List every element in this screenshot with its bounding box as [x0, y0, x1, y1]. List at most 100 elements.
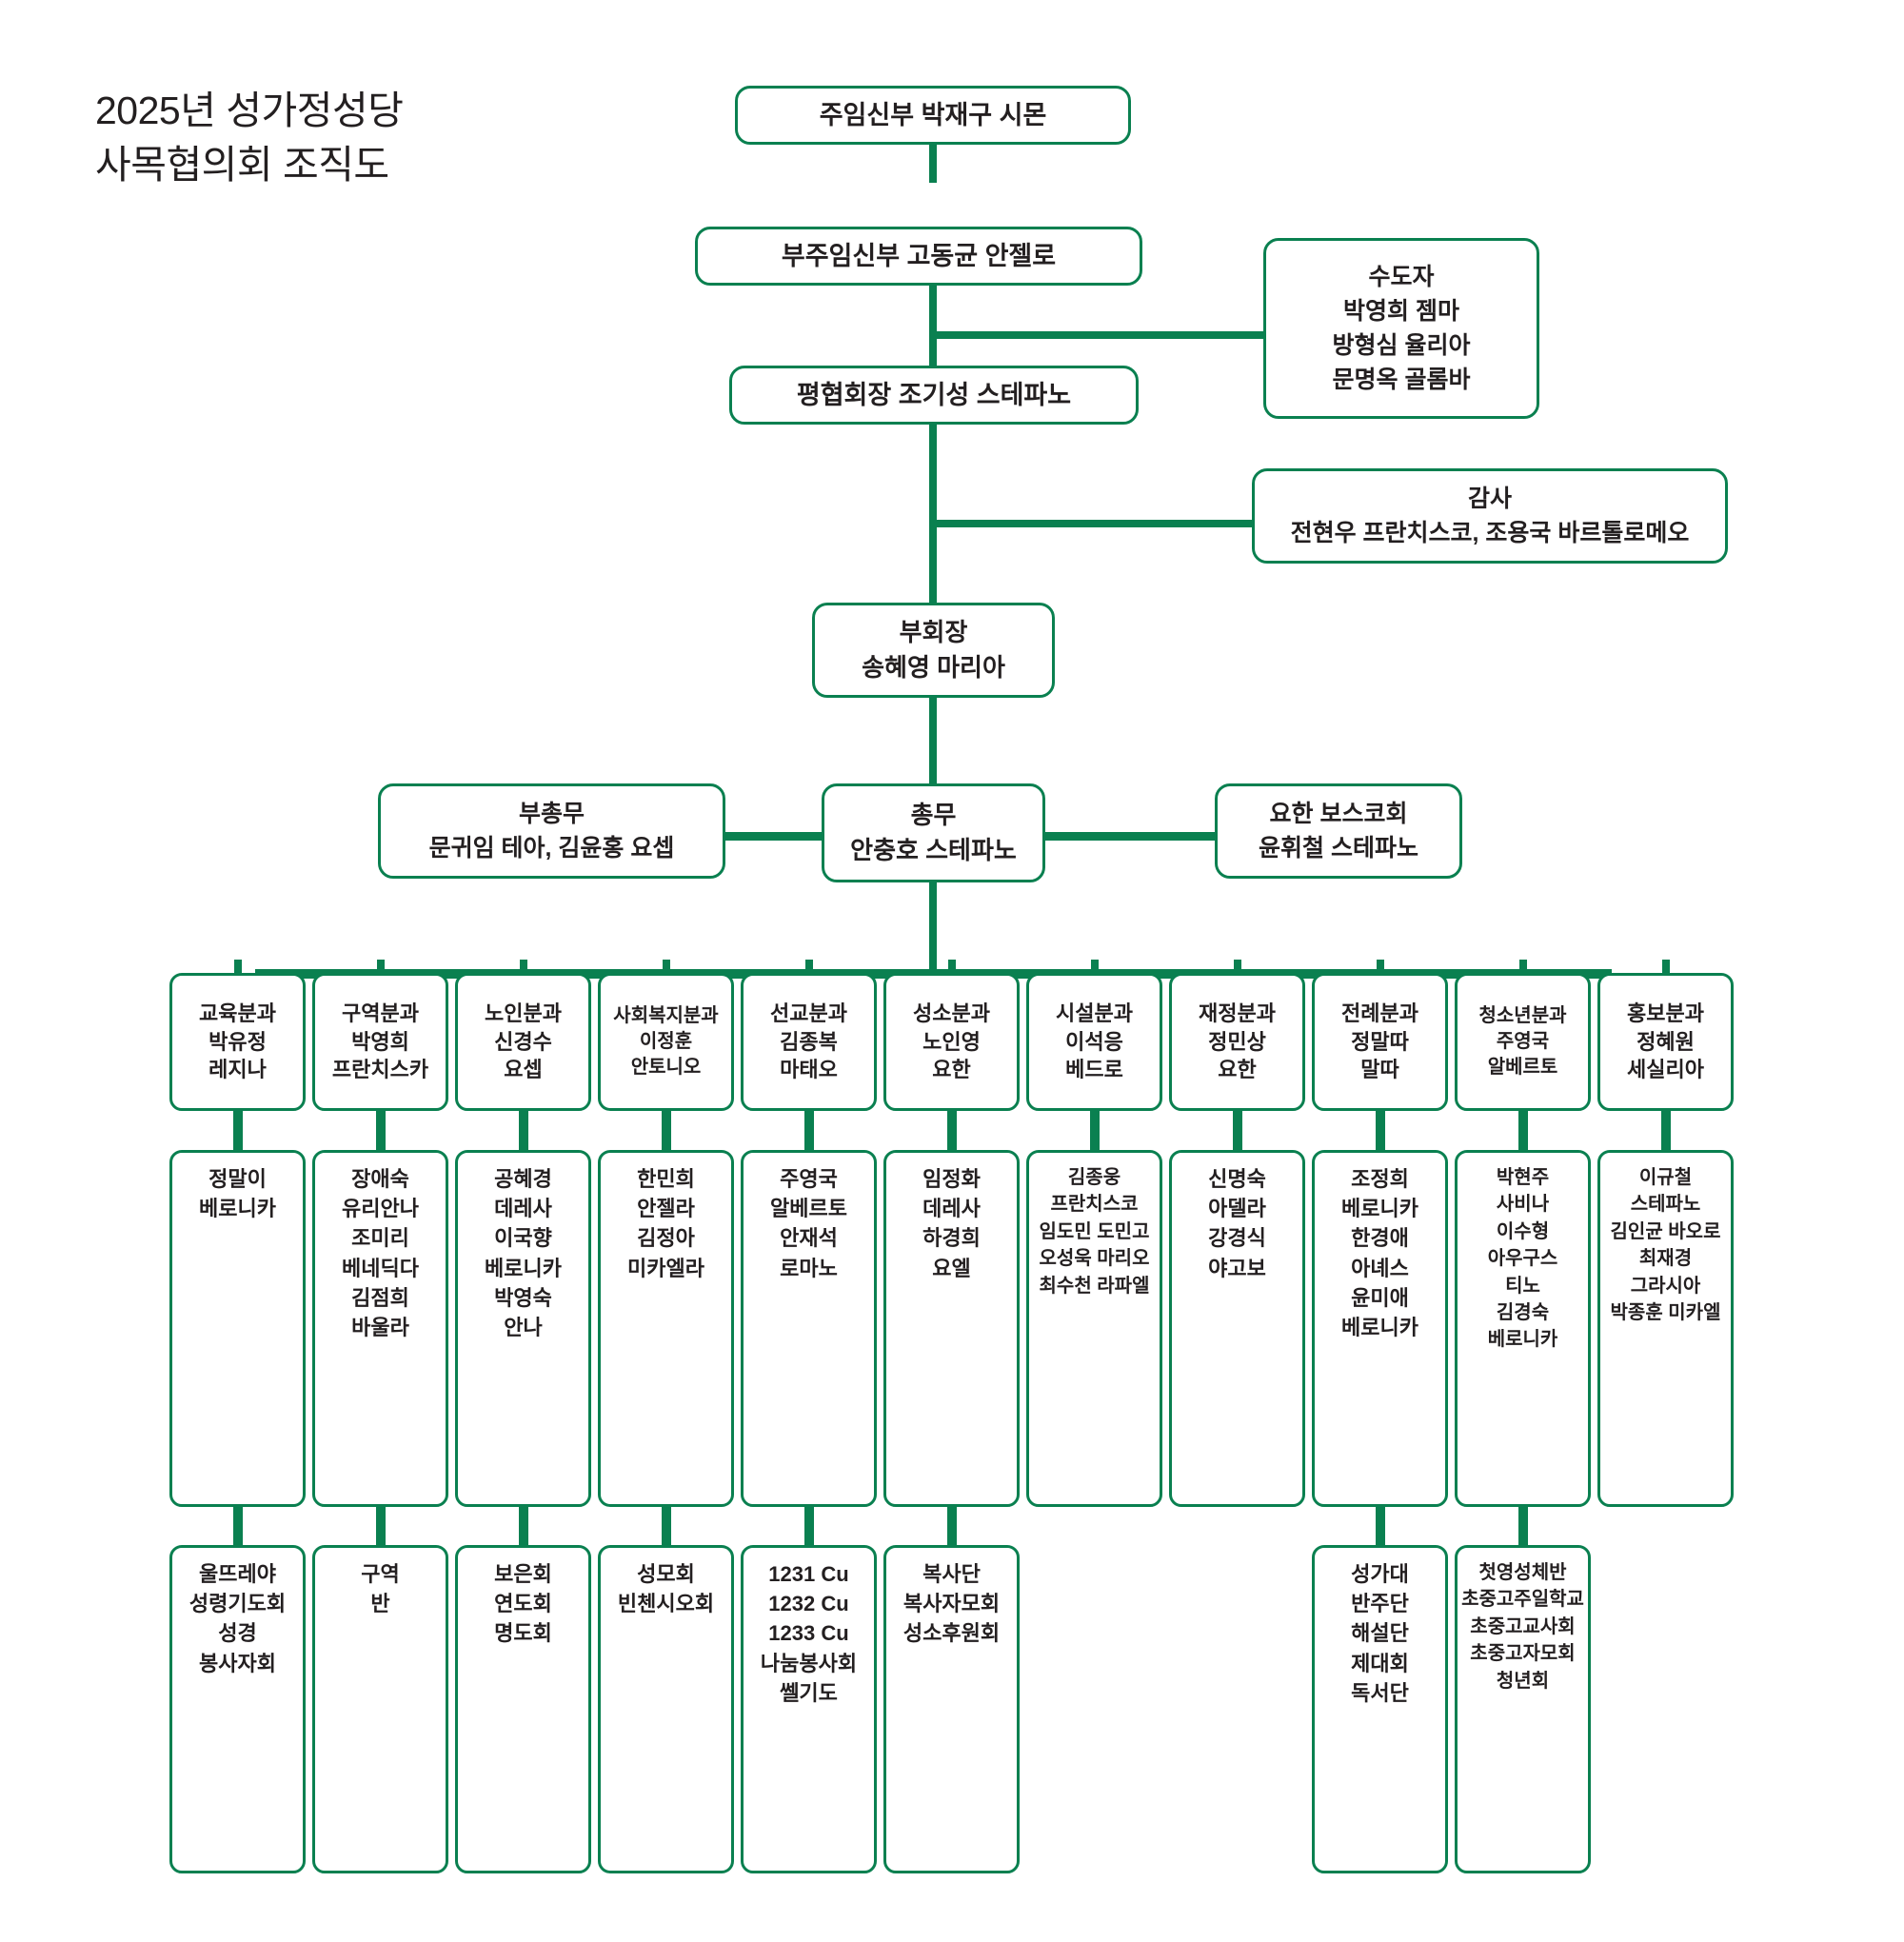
node-general-secretary-label: 총무 안충호 스테파노 — [850, 801, 1017, 864]
department-members-box[interactable]: 주영국 알베르토 안재석 로마노 — [741, 1150, 877, 1507]
node-general-secretary[interactable]: 총무 안충호 스테파노 — [822, 783, 1045, 882]
department-groups-box[interactable]: 울뜨레야 성령기도회 성경 봉사자회 — [169, 1545, 306, 1873]
department-members-label: 신명숙 아델라 강경식 야고보 — [1208, 1167, 1266, 1280]
connector-members-to-groups — [661, 1504, 671, 1548]
connector-secretary-bus — [929, 881, 937, 971]
department-members-label: 박현주 사비나 이수형 아우구스 티노 김경숙 베로니카 — [1487, 1167, 1558, 1351]
department-head-box[interactable]: 전례분과 정말따 말따 — [1312, 973, 1448, 1111]
node-vice-secretary[interactable]: 부총무 문귀임 테아, 김윤홍 요셉 — [378, 783, 725, 879]
department-members-box[interactable]: 김종웅 프란치스코 임도민 도민고 오성욱 마리오 최수천 라파엘 — [1026, 1150, 1162, 1507]
connector-bus-to-department — [1518, 960, 1527, 977]
department-head-box[interactable]: 재정분과 정민상 요한 — [1169, 973, 1305, 1111]
node-bosco-society-label: 요한 보스코회 윤휘철 스테파노 — [1259, 801, 1418, 862]
department-groups-label: 첫영성체반 초중고주일학교 초중고교사회 초중고자모회 청년회 — [1461, 1562, 1584, 1692]
department-members-label: 정말이 베로니카 — [199, 1167, 276, 1221]
department-groups-box[interactable]: 보은회 연도회 명도회 — [455, 1545, 591, 1873]
node-vice-president[interactable]: 부회장 송혜영 마리아 — [812, 603, 1055, 698]
connector-bus-to-department — [1233, 960, 1241, 977]
department-members-box[interactable]: 박현주 사비나 이수형 아우구스 티노 김경숙 베로니카 — [1455, 1150, 1591, 1507]
department-members-box[interactable]: 공혜경 데레사 이국향 베로니카 박영숙 안나 — [455, 1150, 591, 1507]
department-head-box[interactable]: 구역분과 박영희 프란치스카 — [312, 973, 448, 1111]
department-groups-box[interactable]: 구역 반 — [312, 1545, 448, 1873]
connector-bus-to-department — [947, 960, 956, 977]
department-members-box[interactable]: 이규철 스테파노 김인균 바오로 최재경 그라시아 박종훈 미카엘 — [1597, 1150, 1734, 1507]
connector-bus-to-department — [662, 960, 670, 977]
node-religious[interactable]: 수도자 박영희 젬마 방형심 율리아 문명옥 골롬바 — [1263, 238, 1539, 419]
department-members-box[interactable]: 신명숙 아델라 강경식 야고보 — [1169, 1150, 1305, 1507]
connector-department-to-members — [1089, 1108, 1100, 1153]
department-members-label: 한민희 안젤라 김정아 미카엘라 — [627, 1167, 704, 1280]
connector-department-to-members — [946, 1108, 957, 1153]
connector-bus-to-department — [1376, 960, 1384, 977]
node-auditors[interactable]: 감사 전현우 프란치스코, 조용국 바르톨로메오 — [1252, 468, 1728, 564]
node-council-president-label: 평협회장 조기성 스테파노 — [796, 380, 1072, 409]
department-head-label: 교육분과 박유정 레지나 — [199, 1001, 276, 1082]
department-head-box[interactable]: 사회복지분과 이정훈 안토니오 — [598, 973, 734, 1111]
department-groups-box[interactable]: 첫영성체반 초중고주일학교 초중고교사회 초중고자모회 청년회 — [1455, 1545, 1591, 1873]
page-title: 2025년 성가정성당 사목협의회 조직도 — [95, 89, 404, 187]
connector-department-to-members — [1517, 1108, 1528, 1153]
department-groups-label: 복사단 복사자모회 성소후원회 — [902, 1562, 1001, 1646]
department-head-box[interactable]: 노인분과 신경수 요셉 — [455, 973, 591, 1111]
department-members-box[interactable]: 조정희 베로니카 한경애 아녜스 윤미애 베로니카 — [1312, 1150, 1448, 1507]
connector-members-to-groups — [803, 1504, 814, 1548]
department-groups-label: 보은회 연도회 명도회 — [494, 1562, 552, 1646]
node-bosco-society[interactable]: 요한 보스코회 윤휘철 스테파노 — [1215, 783, 1462, 879]
connector-bus-to-department — [233, 960, 242, 977]
connector-department-to-members — [1232, 1108, 1242, 1153]
connector-secretary-vicesecretary — [720, 832, 828, 841]
connector-to-religious — [929, 331, 1264, 339]
department-groups-label: 성모회 빈첸시오회 — [617, 1562, 715, 1616]
connector-to-auditors — [929, 520, 1253, 527]
connector-vicepresident-secretary — [929, 695, 937, 790]
connector-department-to-members — [803, 1108, 814, 1153]
connector-bus-to-department — [804, 960, 813, 977]
node-pastor[interactable]: 주임신부 박재구 시몬 — [735, 86, 1131, 145]
department-head-label: 구역분과 박영희 프란치스카 — [331, 1001, 429, 1082]
department-members-box[interactable]: 한민희 안젤라 김정아 미카엘라 — [598, 1150, 734, 1507]
department-head-box[interactable]: 교육분과 박유정 레지나 — [169, 973, 306, 1111]
department-members-box[interactable]: 임정화 데레사 하경희 요엘 — [883, 1150, 1020, 1507]
connector-pastor-associate — [929, 140, 937, 183]
department-groups-label: 성가대 반주단 해설단 제대회 독서단 — [1351, 1562, 1409, 1705]
connector-department-to-members — [232, 1108, 243, 1153]
department-head-label: 선교분과 김종복 마태오 — [770, 1001, 847, 1082]
node-vice-president-label: 부회장 송혜영 마리아 — [862, 618, 1005, 682]
department-groups-label: 구역 반 — [361, 1562, 400, 1616]
connector-department-to-members — [1660, 1108, 1671, 1153]
department-members-label: 장애숙 유리안나 조미리 베네딕다 김점희 바울라 — [342, 1167, 419, 1340]
connector-department-to-members — [375, 1108, 386, 1153]
connector-department-to-members — [661, 1108, 671, 1153]
node-associate-pastor-label: 부주임신부 고동균 안젤로 — [781, 241, 1057, 270]
department-head-box[interactable]: 청소년분과 주영국 알베르토 — [1455, 973, 1591, 1111]
department-groups-box[interactable]: 성가대 반주단 해설단 제대회 독서단 — [1312, 1545, 1448, 1873]
node-auditors-label: 감사 전현우 프란치스코, 조용국 바르톨로메오 — [1290, 486, 1690, 546]
connector-bus-to-department — [376, 960, 385, 977]
department-groups-label: 울뜨레야 성령기도회 성경 봉사자회 — [188, 1562, 287, 1675]
connector-department-to-members — [1375, 1108, 1385, 1153]
department-head-label: 재정분과 정민상 요한 — [1199, 1001, 1276, 1082]
node-council-president[interactable]: 평협회장 조기성 스테파노 — [729, 366, 1139, 425]
connector-members-to-groups — [946, 1504, 957, 1548]
department-head-label: 노인분과 신경수 요셉 — [485, 1001, 562, 1082]
connector-members-to-groups — [375, 1504, 386, 1548]
connector-bus-to-department — [1090, 960, 1099, 977]
department-head-label: 전례분과 정말따 말따 — [1341, 1001, 1418, 1082]
connector-members-to-groups — [518, 1504, 528, 1548]
department-groups-box[interactable]: 복사단 복사자모회 성소후원회 — [883, 1545, 1020, 1873]
connector-president-down — [929, 423, 937, 608]
department-groups-label: 1231 Cu 1232 Cu 1233 Cu 나눔봉사회 쎌기도 — [760, 1562, 858, 1705]
node-religious-label: 수도자 박영희 젬마 방형심 율리아 문명옥 골롬바 — [1332, 264, 1471, 393]
department-groups-box[interactable]: 성모회 빈첸시오회 — [598, 1545, 734, 1873]
node-associate-pastor[interactable]: 부주임신부 고동균 안젤로 — [695, 227, 1142, 286]
department-groups-box[interactable]: 1231 Cu 1232 Cu 1233 Cu 나눔봉사회 쎌기도 — [741, 1545, 877, 1873]
department-head-box[interactable]: 시설분과 이석응 베드로 — [1026, 973, 1162, 1111]
department-head-box[interactable]: 성소분과 노인영 요한 — [883, 973, 1020, 1111]
connector-bus-to-department — [519, 960, 527, 977]
department-members-box[interactable]: 장애숙 유리안나 조미리 베네딕다 김점희 바울라 — [312, 1150, 448, 1507]
department-head-box[interactable]: 선교분과 김종복 마태오 — [741, 973, 877, 1111]
department-head-box[interactable]: 홍보분과 정혜원 세실리아 — [1597, 973, 1734, 1111]
department-head-label: 성소분과 노인영 요한 — [913, 1001, 990, 1082]
department-members-box[interactable]: 정말이 베로니카 — [169, 1150, 306, 1507]
department-members-label: 임정화 데레사 하경희 요엘 — [922, 1167, 981, 1280]
